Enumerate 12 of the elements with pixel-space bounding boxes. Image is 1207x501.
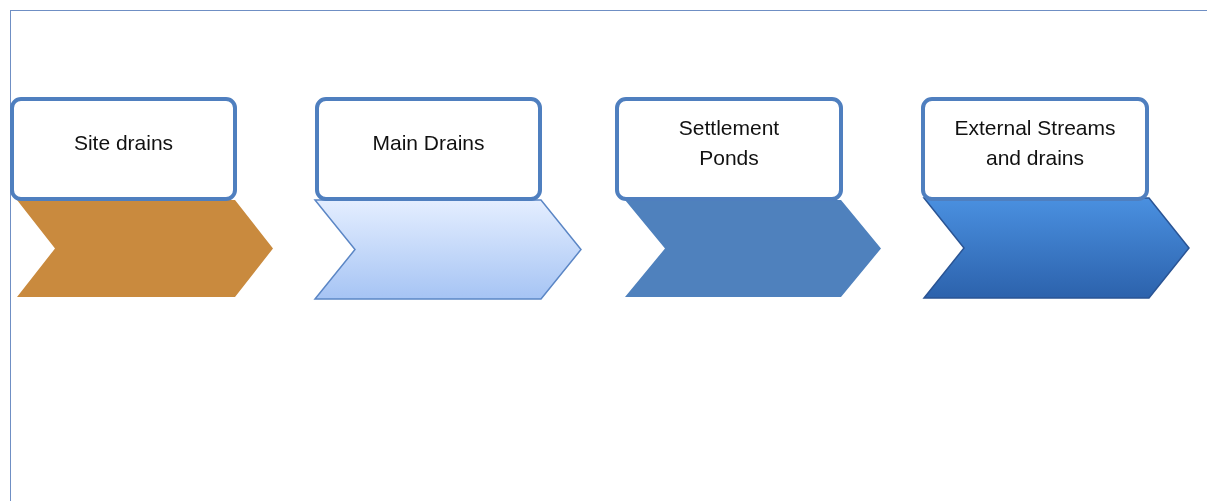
label-box — [921, 97, 1149, 201]
chevron-band — [17, 200, 273, 297]
label-box — [615, 97, 843, 201]
chevron-band — [313, 199, 582, 300]
box-label: Main Drains — [372, 130, 485, 156]
chevron-band — [625, 200, 881, 297]
box-label: Settlement Ponds — [677, 115, 781, 171]
label-box — [315, 97, 542, 201]
box-label: External Streams and drains — [953, 115, 1117, 171]
chevron-band — [922, 197, 1190, 299]
box-label: Site drains — [73, 130, 174, 156]
label-box — [10, 97, 237, 201]
